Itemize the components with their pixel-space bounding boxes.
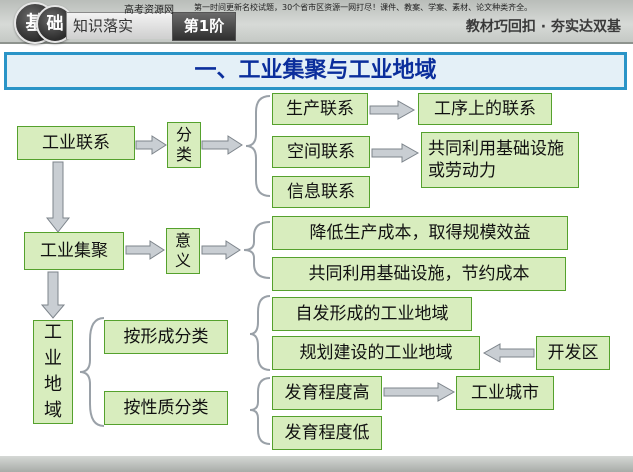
page-title: 一、工业集聚与工业地域 [4, 52, 627, 90]
brace-meaning [243, 221, 271, 279]
node-meaning-char-2: 义 [174, 251, 191, 270]
arrow-space-to-shared [371, 143, 420, 163]
node-industrial-region: 工 业 地 域 [33, 320, 73, 424]
footer-site-name[interactable]: 高考资源网 [124, 5, 174, 16]
arrow-high-to-city [383, 382, 456, 402]
brace-nature [249, 377, 271, 445]
arrow-down-linkage [45, 161, 71, 233]
node-lower-cost: 降低生产成本，取得规模效益 [272, 216, 568, 250]
tab-knowledge[interactable]: 知识落实 [66, 12, 176, 39]
node-by-formation: 按形成分类 [104, 320, 228, 354]
arrow-classify-to-brace [201, 135, 243, 155]
node-space-link: 空间联系 [272, 136, 370, 168]
node-agglomeration: 工业集聚 [24, 232, 124, 270]
arrow-devzone-to-planned [482, 343, 535, 363]
node-region-char-4: 域 [44, 400, 62, 421]
arrow-production-to-process [369, 100, 416, 120]
footer-bar [0, 456, 633, 472]
node-process-link: 工序上的联系 [418, 93, 552, 125]
tab-level[interactable]: 第1阶 [172, 12, 236, 41]
node-high-development: 发育程度高 [272, 376, 382, 410]
node-low-development: 发育程度低 [272, 416, 382, 450]
node-region-char-1: 工 [44, 322, 62, 343]
arrow-linkage-to-classify [135, 135, 167, 155]
node-classify: 分 类 [167, 122, 201, 168]
brace-formation [249, 295, 271, 371]
brace-region [79, 317, 105, 427]
node-meaning: 意 义 [166, 228, 200, 274]
arrow-meaning-to-brace [201, 240, 241, 260]
node-planned-region: 规划建设的工业地域 [272, 336, 480, 370]
node-meaning-char-1: 意 [174, 231, 191, 250]
node-region-char-2: 业 [44, 348, 62, 369]
node-by-nature: 按性质分类 [104, 391, 228, 425]
footer-note: 第一时间更新名校试题，30个省市区资源一网打尽！课件、教案、学案、素材、论文种类… [194, 3, 533, 12]
arrow-agglomeration-to-meaning [125, 240, 165, 260]
arrow-down-agglomeration [40, 271, 66, 319]
node-industrial-city: 工业城市 [456, 376, 554, 410]
header-tagline: 教材巧回扣 · 夯实达双基 [465, 19, 621, 35]
node-shared-infrastructure: 共同利用基础设施或劳动力 [421, 132, 579, 188]
node-spontaneous-region: 自发形成的工业地域 [272, 297, 472, 331]
header-divider [0, 42, 633, 44]
node-save-cost: 共同利用基础设施，节约成本 [272, 257, 566, 291]
node-region-char-3: 地 [44, 374, 62, 395]
node-development-zone: 开发区 [536, 336, 610, 370]
node-classify-char-2: 类 [175, 145, 192, 164]
node-industrial-linkage: 工业联系 [17, 126, 135, 160]
node-production-link: 生产联系 [272, 93, 368, 125]
node-classify-char-1: 分 [175, 125, 192, 144]
node-info-link: 信息联系 [272, 176, 370, 208]
brace-classify [245, 95, 271, 197]
